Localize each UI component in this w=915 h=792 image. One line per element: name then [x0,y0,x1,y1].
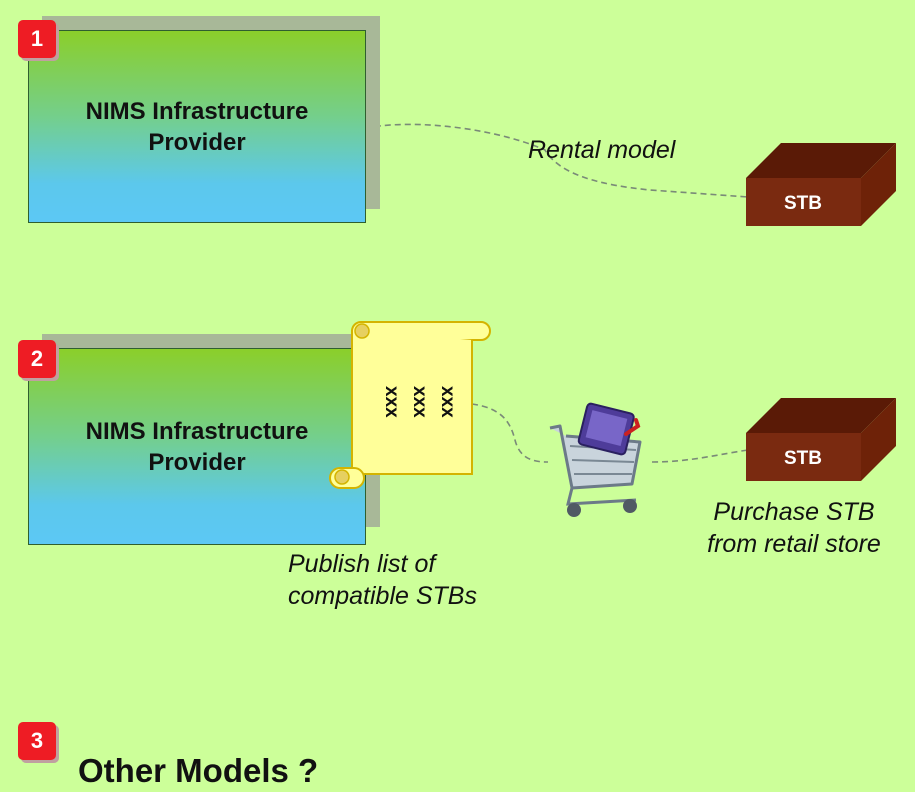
purchase-caption: Purchase STB from retail store [676,496,912,560]
publish-caption: Publish list of compatible STBs [288,548,477,612]
cart-to-stb-connector [651,449,749,463]
rental-model-caption: Rental model [528,136,676,164]
stb-box-2-icon: STB [746,398,896,481]
stb-box-1-icon: STB [746,143,896,226]
other-models-title: Other Models ? [78,752,319,789]
provider-2-label: NIMS Infrastructure Provider [85,417,309,476]
badge-2: 2 [18,340,56,378]
purchase-caption-line1: Purchase STB [713,498,875,526]
rental-connector [364,123,749,198]
badge-1: 1 [18,20,56,58]
publish-caption-line1: Publish list of [288,550,436,578]
stb-1-label: STB [784,193,822,214]
publish-caption-line2: compatible STBs [288,582,477,610]
shopping-cart-icon [549,402,642,517]
stb-2-label: STB [784,448,822,469]
purchase-caption-line2: from retail store [707,530,881,558]
provider-2-box: NIMS Infrastructure Provider [28,348,366,545]
scroll-icon: xxx xxx xxx [329,321,491,489]
badge-3: 3 [18,722,56,760]
provider-1-label: NIMS Infrastructure Provider [85,97,309,156]
provider-1-box: NIMS Infrastructure Provider [28,30,366,223]
list-mark-2: xxx [409,386,430,418]
list-mark-1: xxx [381,386,402,418]
list-mark-3: xxx [437,386,458,418]
list-to-cart-connector [471,403,549,463]
